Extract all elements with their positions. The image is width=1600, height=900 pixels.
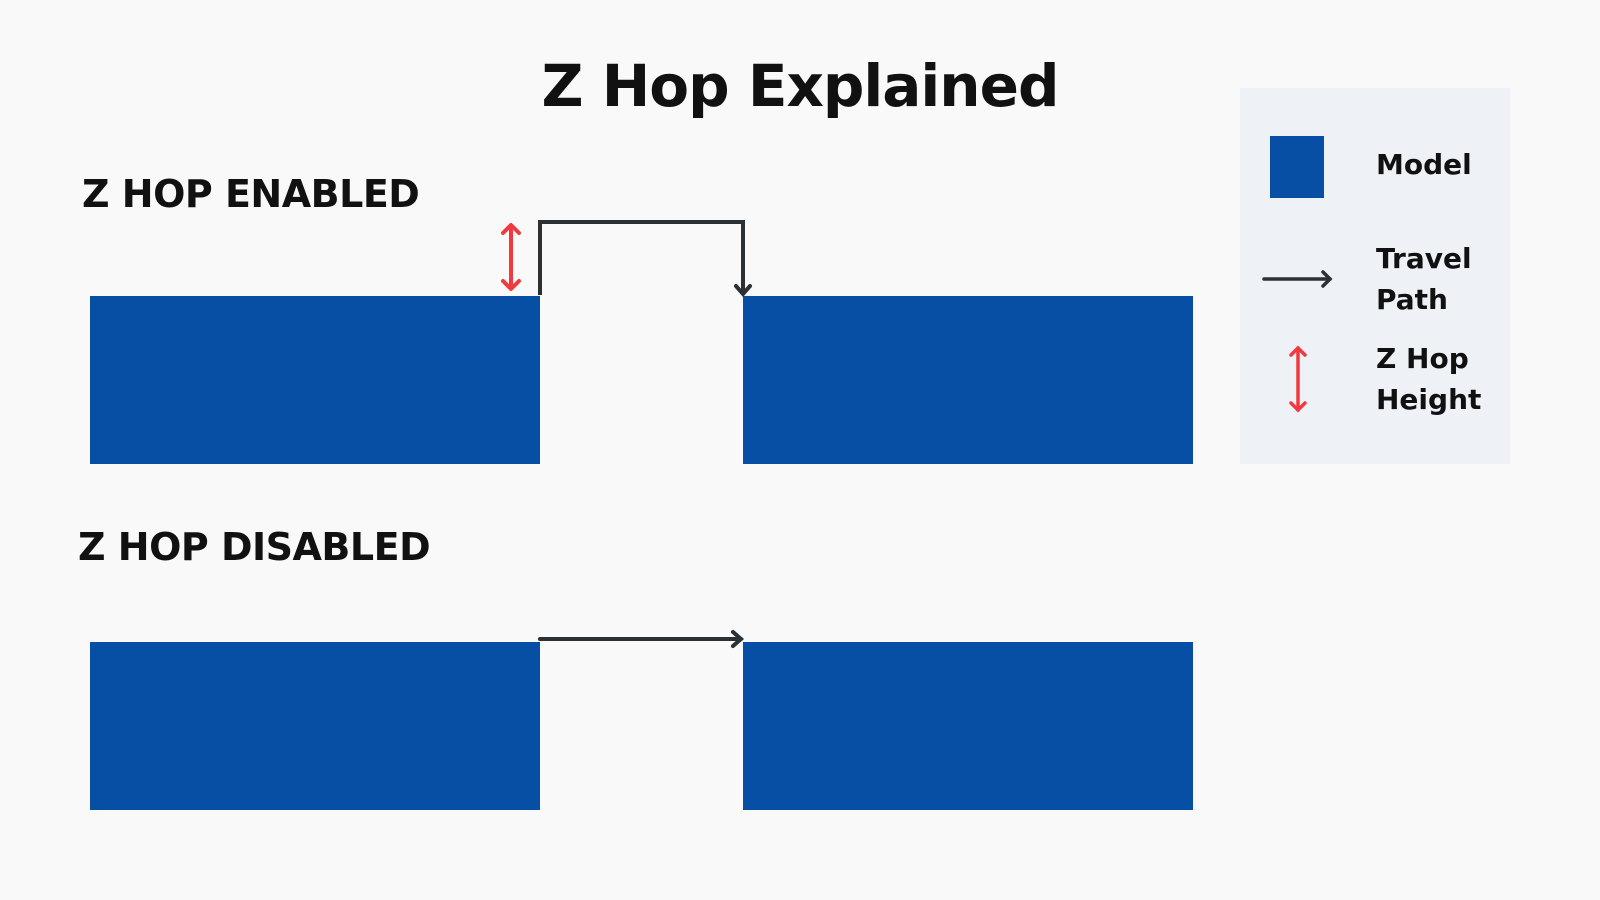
model-block-enabled-right	[743, 296, 1193, 464]
section-disabled-label: Z HOP DISABLED	[78, 525, 431, 569]
section-enabled-label: Z HOP ENABLED	[82, 172, 420, 216]
model-block-disabled-left	[90, 642, 540, 810]
zhop-height-icon	[501, 223, 521, 291]
model-block-disabled-right	[743, 642, 1193, 810]
legend-model-label: Model	[1376, 148, 1472, 181]
legend-zhop-label-1: Z Hop	[1376, 342, 1469, 375]
page-title: Z Hop Explained	[541, 52, 1060, 120]
legend-zhop-label-2: Height	[1376, 383, 1482, 416]
zhop-arrow-icon	[1289, 345, 1307, 413]
legend: Model Travel Path Z Hop Height	[1240, 88, 1510, 464]
legend-travel-label-1: Travel	[1376, 242, 1472, 275]
legend-travel-label-2: Path	[1376, 283, 1448, 316]
travel-path-disabled	[538, 630, 745, 648]
model-swatch-icon	[1270, 136, 1324, 198]
travel-arrow-icon	[1262, 270, 1333, 288]
travel-path-enabled	[538, 220, 752, 298]
model-block-enabled-left	[90, 296, 540, 464]
